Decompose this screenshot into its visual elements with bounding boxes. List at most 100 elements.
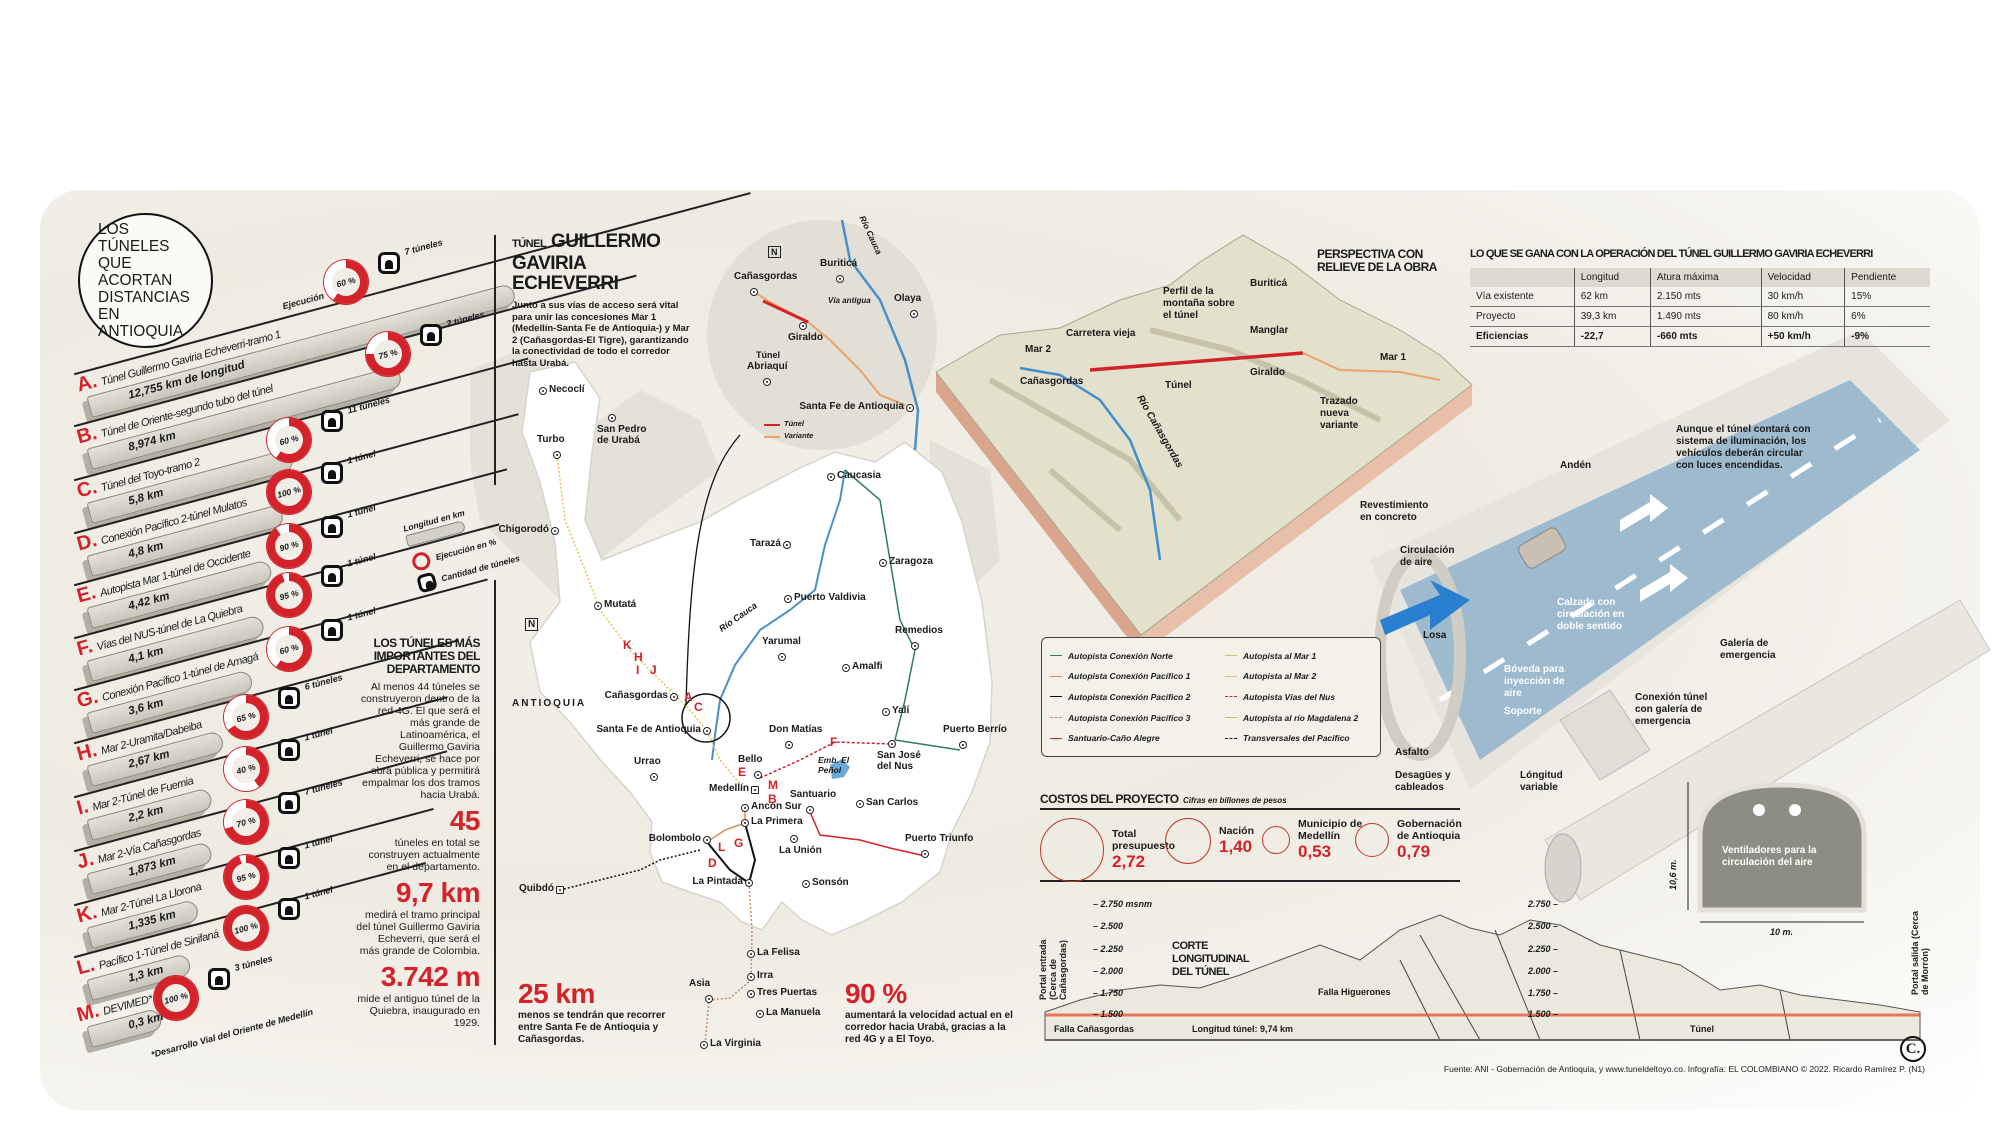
road-legend-label: Autopista Conexión Pacífico 2	[1068, 691, 1191, 702]
el-colombiano-logo: C.	[1900, 1036, 1926, 1062]
tunnel-icon	[321, 410, 343, 432]
tunnel-lane-markings	[1438, 417, 1882, 703]
cost-value: 2,72	[1112, 852, 1146, 871]
city-label: Yarumal	[762, 636, 801, 647]
tunnel-icon	[321, 516, 343, 538]
stat-97-value: 9,7 km	[395, 877, 481, 908]
city-label: San Pedro de Urabá	[597, 424, 647, 446]
inset-via-antigua: Vía antigua	[828, 296, 871, 305]
road-pacifico3	[704, 882, 753, 1046]
table-cell: 6%	[1844, 306, 1930, 327]
city-marker-icon	[827, 473, 835, 481]
label-circulacion-aire: Circulación de aire	[1400, 545, 1455, 568]
stat-25km: 25 km menos se tendrán que recorrer entr…	[518, 978, 678, 1046]
tunnel-icon	[278, 847, 300, 869]
table-header: Longitud	[1573, 268, 1651, 287]
tunnel-icon	[321, 619, 343, 641]
table-header: Velocidad	[1760, 268, 1845, 287]
relief-title: PERSPECTIVA CON RELIEVE DE LA OBRA	[1317, 247, 1437, 274]
route-letter: G	[734, 836, 744, 850]
execution-value: 95 %	[271, 577, 307, 613]
table-cell: 15%	[1844, 287, 1930, 307]
stat-45-text: túneles en total se construyen actualmen…	[368, 837, 480, 873]
city-marker-icon	[921, 850, 929, 858]
portal-out-label: Portal salida (Cerca de Morrón)	[1910, 910, 1930, 995]
city-marker-icon	[756, 1010, 764, 1018]
city-label: La Manuela	[766, 1007, 821, 1018]
route-letter: K	[623, 638, 632, 652]
city-marker-icon	[594, 602, 602, 610]
inset-circle	[707, 220, 937, 450]
profile-title: CORTE LONGITUDINAL DEL TÚNEL	[1172, 940, 1249, 978]
label-calzada: Calzada con circulación en doble sentido	[1557, 597, 1625, 632]
main-header: TÚNEL GUILLERMO GAVIRIA ECHEVERRI Junto …	[512, 232, 692, 369]
table-row: Eficiencias-22,7-660 mts+50 km/h-9%	[1470, 326, 1930, 347]
city-marker-icon	[842, 664, 850, 672]
city-marker-icon	[790, 835, 798, 843]
table-cell: 80 km/h	[1760, 306, 1845, 327]
execution-ring: 90 %	[267, 524, 311, 568]
execution-value: 90 %	[271, 528, 307, 564]
city-label: Tarazá	[750, 538, 781, 549]
axis-tick-right: 2.250 –	[1528, 944, 1559, 954]
profile-tunnel-label: Túnel	[1690, 1024, 1714, 1034]
execution-value: 60 %	[271, 631, 307, 667]
route-letter: M	[768, 778, 778, 792]
city-marker-icon	[700, 1041, 708, 1049]
city-label: Irra	[757, 970, 774, 981]
execution-ring: 40 %	[224, 747, 268, 791]
table-cell: 39,3 km	[1573, 306, 1651, 327]
city-label: Puerto Berrío	[943, 724, 1007, 735]
costs-header: COSTOS DEL PROYECTO Cifras en billones d…	[1040, 790, 1287, 808]
city-label: La Pintada	[692, 876, 743, 887]
table-cell: +50 km/h	[1760, 326, 1845, 347]
cost-label: Municipio de Medellín	[1298, 818, 1363, 842]
label-longitud-variable: Lóngitud variable	[1520, 770, 1563, 793]
axis-tick-left: – 2.750 msnm	[1093, 899, 1153, 909]
city-label: Mutatá	[604, 599, 637, 610]
tunnel-letter: B.	[74, 422, 100, 449]
inset-tunnel-label: Túnel	[756, 350, 780, 360]
stat-45-value: 45	[449, 805, 481, 836]
label-anden: Andén	[1560, 460, 1592, 471]
relief-perfil: Perfil de la montaña sobre el túnel	[1163, 286, 1235, 321]
reservoir-shape	[830, 759, 850, 779]
relief-top-face	[935, 234, 1473, 636]
road-legend-label: Autopista al río Magdalena 2	[1243, 712, 1359, 723]
city-label: Turbo	[537, 434, 565, 445]
fan-icon	[1789, 804, 1801, 816]
map-region-label: ANTIOQUIA	[512, 698, 587, 709]
tunnel-icon	[321, 462, 343, 484]
label-conexion: Conexión túnel con galería de emergencia	[1635, 692, 1708, 727]
city-label: Quibdó	[519, 883, 554, 894]
road-legend-item: Autopista Conexión Pacífico 3	[1050, 710, 1225, 726]
city-label: La Virginia	[710, 1038, 761, 1049]
city-label: Necoclí	[549, 384, 585, 395]
city-label: Ancón Sur	[751, 801, 802, 812]
execution-ring: 100 %	[267, 470, 311, 514]
city-label: Bolombolo	[648, 833, 701, 844]
city-label: Don Matías	[769, 724, 823, 735]
relief-left-side	[936, 372, 1141, 655]
execution-ring: 95 %	[267, 573, 311, 617]
route-letter: I	[636, 663, 640, 677]
city-marker-icon	[856, 800, 864, 808]
city-marker-icon	[703, 836, 711, 844]
antioquia-outline	[521, 361, 993, 936]
road-line-swatch	[1050, 675, 1062, 677]
divider-bottom	[494, 580, 496, 1045]
inset-focus-circle	[681, 693, 731, 743]
table-header: Atura máxima	[1649, 268, 1762, 287]
city-marker-icon	[799, 322, 807, 330]
main-title: GUILLERMO GAVIRIA ECHEVERRI	[512, 231, 661, 294]
tunnel-icon	[278, 687, 300, 709]
city-marker-icon	[959, 741, 967, 749]
city-label: Santuario	[790, 789, 837, 800]
city-label: Remedios	[895, 625, 943, 636]
